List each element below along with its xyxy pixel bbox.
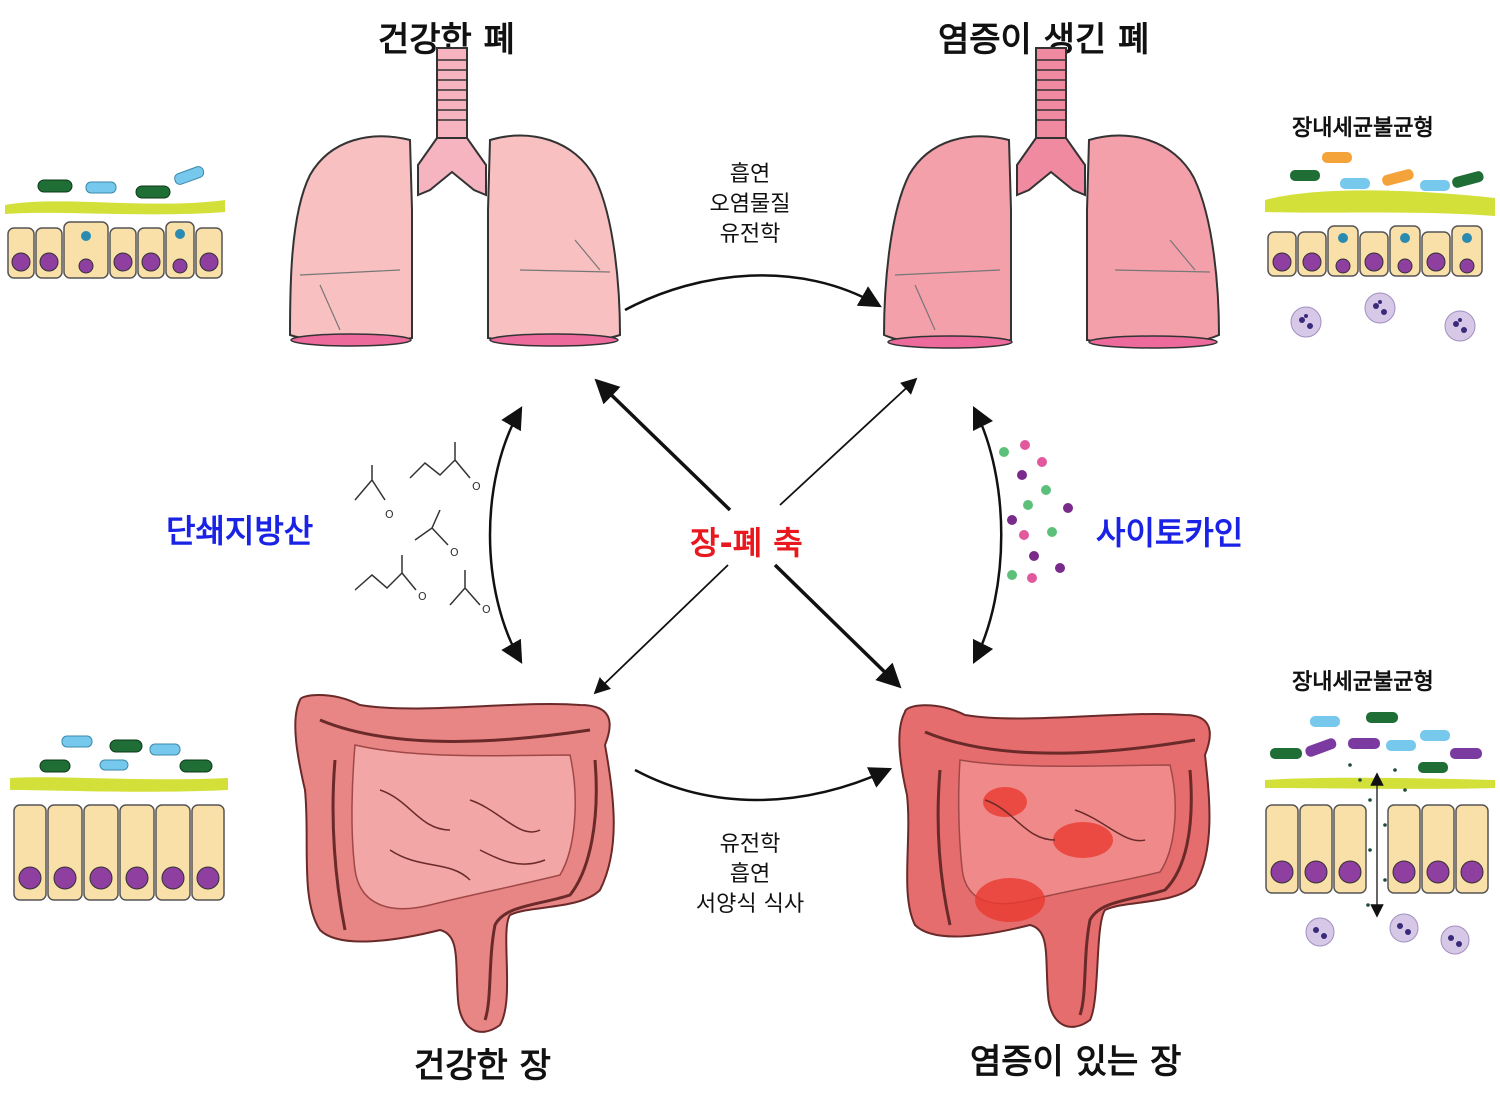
bacterium — [1290, 170, 1320, 181]
molecule-charge-label: O — [450, 546, 459, 559]
molecule-charge-label: O — [472, 480, 481, 493]
inflamed-gut-illustration — [898, 704, 1211, 1028]
bacterium — [1366, 712, 1398, 723]
healthy-gut-illustration — [294, 694, 615, 1033]
lung-factor-pollutants: 오염물질 — [709, 192, 791, 217]
bacterium — [1340, 178, 1370, 189]
scfa-molecules: O O O O O — [354, 442, 491, 616]
bacterium — [1310, 716, 1340, 727]
healthy-to-inflamed-gut-arrow — [634, 767, 893, 802]
healthy-gut-epithelium — [10, 735, 228, 901]
immune-cells — [1290, 292, 1476, 342]
arrows — [488, 274, 1003, 802]
butyrate-molecule — [354, 555, 417, 591]
acetate-molecule — [449, 570, 481, 606]
propionate-molecule — [414, 509, 449, 546]
lung-factor-genetics: 유전학 — [719, 222, 781, 247]
molecule-charge-label: O — [385, 508, 394, 521]
healthy-lung-epithelium — [5, 166, 225, 279]
gut-lung-axis-label: 장-폐 축 — [690, 524, 803, 562]
inflammation-spot — [975, 878, 1045, 922]
bacterium — [1382, 169, 1414, 186]
bacterium — [99, 759, 129, 771]
bacterium — [37, 179, 73, 193]
bacterium — [149, 743, 181, 756]
bacterium — [1420, 180, 1450, 191]
gut-risk-factors: 유전학 흡연 서양식 식사 — [660, 830, 840, 920]
inflamed-gut-title: 염증이 있는 장 — [970, 1042, 1182, 1082]
molecule-charge-label: O — [418, 590, 427, 603]
immune-cells — [1305, 913, 1470, 955]
bacterium — [1322, 152, 1352, 163]
bacterium — [1418, 762, 1448, 773]
inflammation-spot — [983, 787, 1027, 817]
dysbiosis-gut-label: 장내세균불균형 — [1292, 670, 1434, 695]
bacterium — [109, 739, 143, 753]
gut-factor-smoking: 흡연 — [729, 862, 771, 887]
bacterium — [1386, 740, 1416, 751]
dysbiosis-gut-epithelium — [1265, 712, 1495, 955]
scfa-label: 단쇄지방산 — [166, 512, 314, 550]
bacterium — [1305, 738, 1337, 757]
axis-to-inflamed-gut-arrow — [773, 563, 902, 689]
bacterium — [1348, 738, 1380, 749]
butyrate-molecule — [409, 442, 471, 479]
lung-risk-factors: 흡연 오염물질 유전학 — [660, 160, 840, 250]
bacterium — [1420, 730, 1450, 741]
axis-to-inflamed-lung-arrow — [779, 377, 918, 506]
bacterium — [1270, 748, 1302, 759]
lung-factor-smoking: 흡연 — [729, 162, 771, 187]
healthy-lung-illustration — [288, 47, 622, 347]
healthy-gut-title: 건강한 장 — [414, 1046, 551, 1086]
acetate-molecule — [354, 465, 386, 501]
gut-factor-genetics: 유전학 — [719, 832, 781, 857]
bacterium — [39, 759, 71, 773]
axis-to-healthy-gut-arrow — [593, 564, 729, 695]
dysbiosis-lung-label: 장내세균불균형 — [1292, 116, 1434, 141]
healthy-to-inflamed-lung-arrow — [624, 274, 882, 312]
scfa-bidirectional-arrow — [488, 406, 523, 664]
cytokine-bidirectional-arrow — [972, 405, 1003, 665]
bacterium — [179, 759, 213, 773]
dysbiosis-lung-epithelium — [1265, 152, 1495, 342]
bacterium — [135, 185, 171, 199]
axis-to-healthy-lung-arrow — [594, 378, 732, 512]
molecule-charge-label: O — [482, 603, 491, 616]
inflamed-lung-illustration — [882, 47, 1221, 349]
cytokine-dots — [999, 440, 1073, 583]
inflammation-spot — [1053, 822, 1113, 858]
bacterium — [174, 166, 205, 185]
cell-row — [7, 221, 223, 279]
bacterium — [85, 181, 117, 194]
gut-factor-western-diet: 서양식 식사 — [695, 892, 805, 917]
cytokine-label: 사이토카인 — [1096, 514, 1244, 552]
bacterium — [1450, 748, 1482, 759]
bacterium — [1452, 171, 1484, 188]
bacterium — [61, 735, 93, 748]
